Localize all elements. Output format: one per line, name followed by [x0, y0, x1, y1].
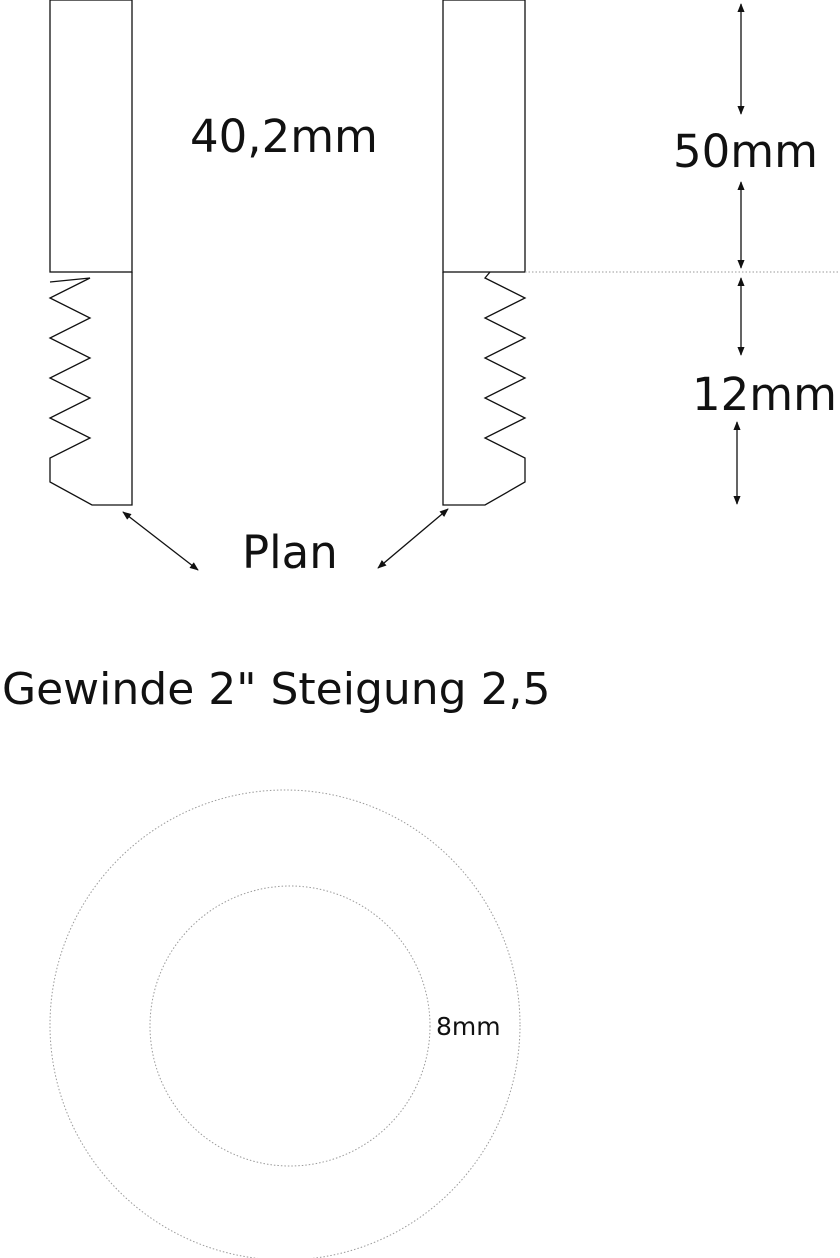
inner-diameter-label: 40,2mm: [190, 110, 378, 163]
thread-spec-label: Gewinde 2" Steigung 2,5: [2, 664, 551, 715]
plan-label: Plan: [242, 526, 338, 579]
right-wall-upper: [442, 0, 526, 273]
right-thread-profile: [442, 271, 527, 506]
inner-circle: [149, 885, 431, 1167]
upper-height-label: 50mm: [673, 125, 818, 178]
left-wall-upper: [49, 0, 133, 273]
plan-arrow-right: [377, 508, 449, 569]
left-thread-profile: [48, 272, 133, 506]
plan-arrow-left: [122, 511, 199, 571]
outer-circle: [49, 789, 521, 1258]
thread-height-label: 12mm: [692, 368, 837, 421]
wall-thickness-label: 8mm: [436, 1012, 501, 1041]
